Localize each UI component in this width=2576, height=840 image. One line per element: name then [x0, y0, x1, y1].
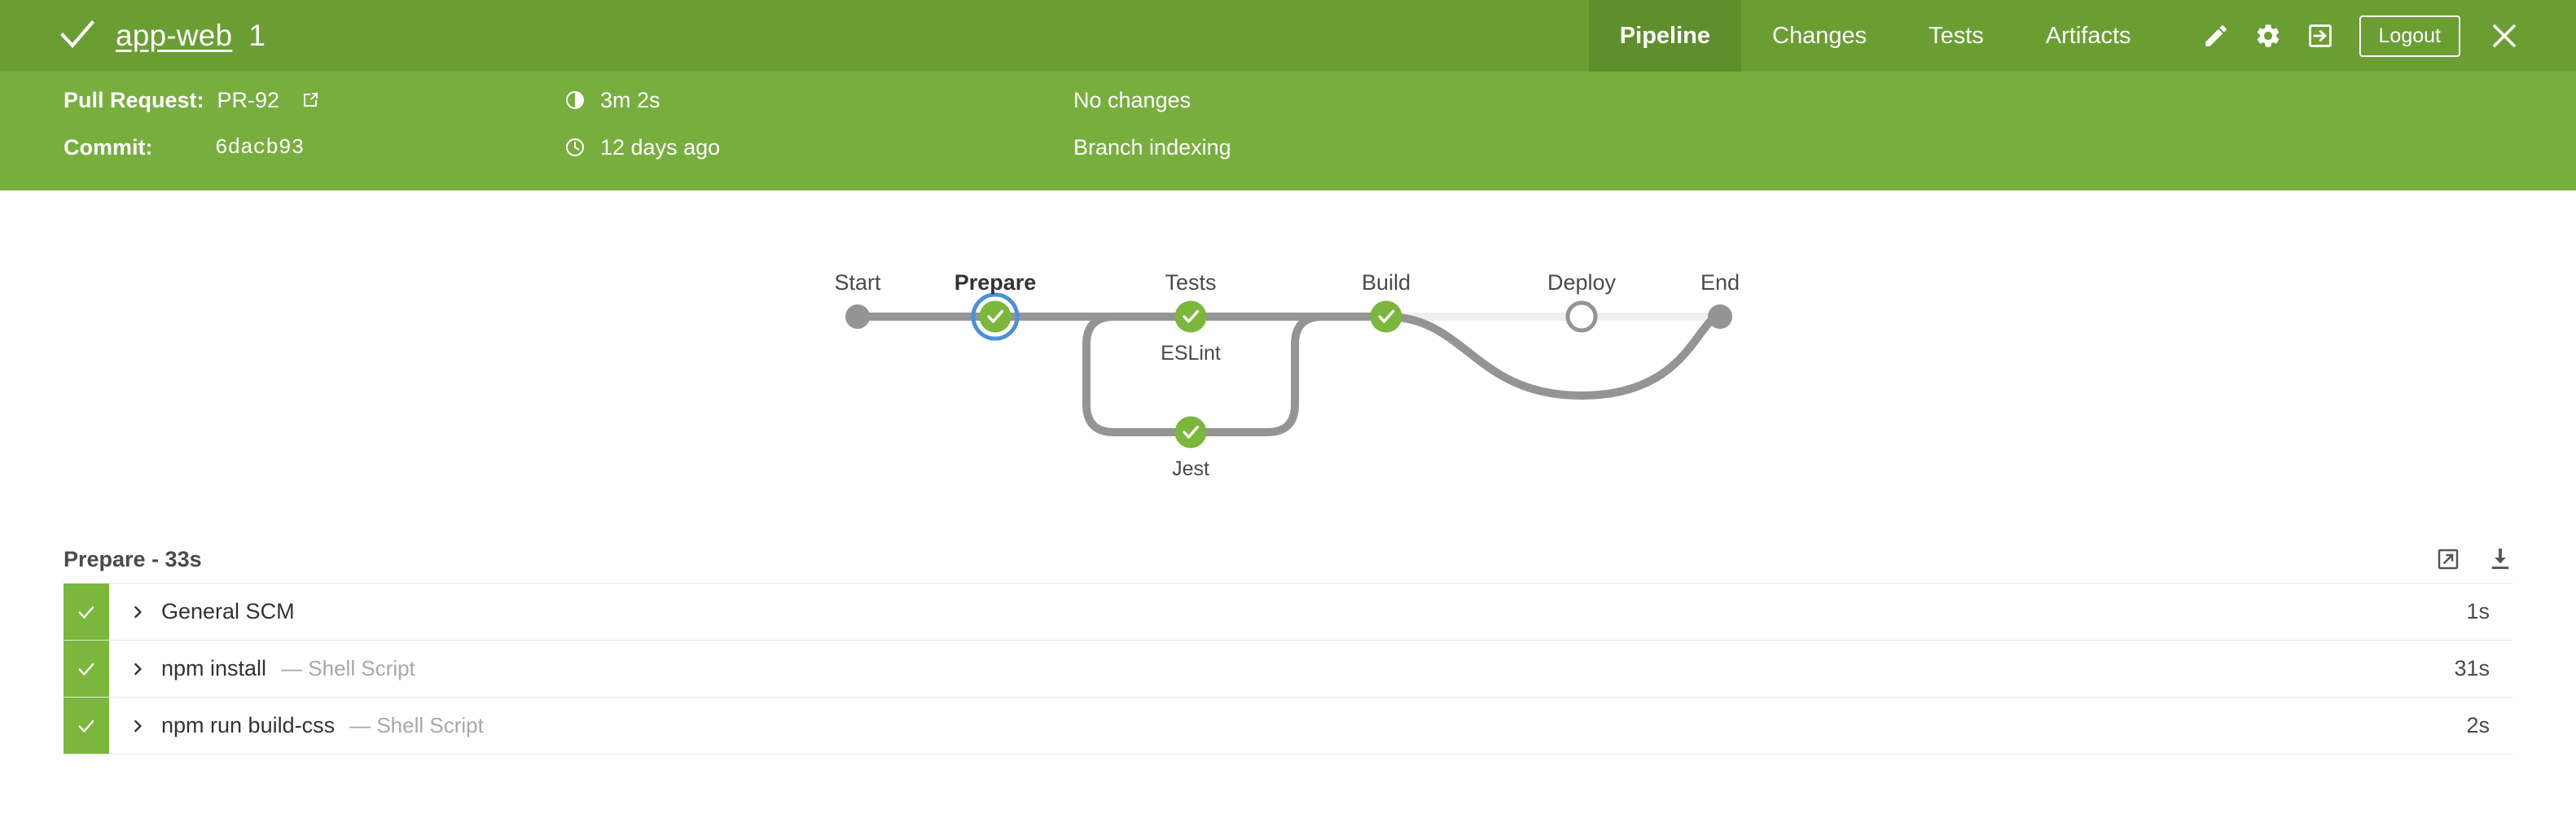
steps-title: Prepare - 33s: [64, 546, 202, 571]
prepare-node-check-icon: [987, 309, 1004, 323]
top-bar-actions: Logout: [2162, 10, 2576, 62]
chevron-right-icon[interactable]: [127, 662, 148, 676]
eslint-node-label: ESLint: [1161, 342, 1221, 365]
step-check-icon: [78, 606, 94, 619]
duration-icon: [564, 90, 586, 111]
chevron-right-icon[interactable]: [127, 605, 148, 619]
step-duration: 31s: [2454, 656, 2490, 680]
step-main: npm install — Shell Script: [109, 641, 2454, 697]
step-duration: 2s: [2466, 713, 2490, 737]
eslint-node-circle: [1174, 300, 1207, 333]
steps-section: Prepare - 33s: [0, 532, 2576, 755]
duration-value: 3m 2s: [600, 87, 660, 112]
deploy-node-label: Deploy: [1547, 270, 1617, 295]
steps-header: Prepare - 33s: [64, 532, 2512, 583]
meta-column-timing: 3m 2s 12 days ago: [564, 77, 720, 171]
step-main: npm run build-css — Shell Script: [109, 698, 2466, 754]
meta-duration: 3m 2s: [564, 77, 720, 124]
graph-node-deploy[interactable]: Deploy: [1547, 270, 1617, 333]
step-status-success: [64, 584, 109, 640]
cause-text: Branch indexing: [1073, 134, 1231, 160]
edge-bypass-deploy: [1382, 313, 1724, 400]
changes-text: No changes: [1073, 87, 1191, 112]
prepare-node-label: Prepare: [954, 270, 1037, 295]
tab-changes[interactable]: Changes: [1772, 22, 1867, 49]
top-bar: app-web 1 Pipeline Changes Tests Artifac…: [0, 0, 2576, 72]
jest-node-label: Jest: [1172, 457, 1209, 480]
time-value: 12 days ago: [600, 134, 721, 160]
step-status-success: [64, 641, 109, 697]
step-status-success: [64, 698, 109, 754]
tab-pipeline[interactable]: Pipeline: [1588, 0, 1741, 72]
result-status-check-icon: [59, 17, 96, 55]
end-node-label: End: [1701, 270, 1740, 295]
eslint-node-check-icon: [1183, 309, 1200, 323]
steps-list: General SCM 1s npm install — Shell Scrip…: [64, 583, 2512, 755]
download-icon[interactable]: [2488, 547, 2512, 571]
chevron-right-icon[interactable]: [127, 719, 148, 733]
start-node-dot: [845, 304, 870, 329]
build-node-circle: [1370, 300, 1402, 333]
tab-tests[interactable]: Tests: [1929, 22, 1984, 49]
pipeline-name-link[interactable]: app-web: [116, 19, 233, 52]
external-link-icon[interactable]: [301, 90, 320, 110]
step-row[interactable]: General SCM 1s: [64, 584, 2512, 641]
tests-stage-label: Tests: [1165, 270, 1216, 295]
run-number: 1: [248, 19, 265, 52]
prepare-node-selection-ring: [971, 292, 1020, 341]
build-node-label: Build: [1362, 270, 1411, 295]
graph-node-end[interactable]: End: [1701, 270, 1740, 329]
open-external-icon[interactable]: [2436, 547, 2460, 571]
run-meta-bar: Pull Request: PR-92 Commit: 6dacb93 3m 2…: [0, 72, 2576, 190]
close-icon[interactable]: [2478, 10, 2530, 62]
login-icon[interactable]: [2294, 10, 2346, 62]
graph-node-build[interactable]: Build: [1362, 270, 1411, 333]
pencil-icon[interactable]: [2190, 10, 2242, 62]
step-check-icon: [78, 663, 94, 676]
meta-time: 12 days ago: [564, 124, 720, 171]
meta-commit: Commit: 6dacb93: [64, 124, 320, 171]
step-main: General SCM: [109, 584, 2466, 640]
step-check-icon: [78, 720, 94, 733]
step-row[interactable]: npm run build-css — Shell Script 2s: [64, 698, 2512, 755]
pipeline-graph: Start Prepare Tests ESLint Jest Build: [0, 190, 2576, 532]
gear-icon[interactable]: [2242, 10, 2294, 62]
meta-changes: No changes: [1073, 77, 1231, 124]
meta-column-source: Pull Request: PR-92 Commit: 6dacb93: [64, 77, 320, 171]
meta-cause: Branch indexing: [1073, 124, 1231, 171]
graph-node-start[interactable]: Start: [834, 270, 881, 329]
top-bar-identity: app-web 1: [0, 17, 1589, 55]
step-name: npm run build-css: [161, 713, 336, 737]
graph-node-eslint[interactable]: Tests ESLint: [1161, 270, 1221, 365]
step-type: — Shell Script: [281, 656, 415, 680]
graph-node-prepare[interactable]: Prepare: [954, 270, 1037, 341]
step-type: — Shell Script: [349, 713, 484, 737]
deploy-node-circle-skipped: [1565, 300, 1598, 333]
build-node-check-icon: [1378, 309, 1395, 323]
graph-node-jest[interactable]: Jest: [1172, 416, 1209, 481]
pipeline-graph-svg: Start Prepare Tests ESLint Jest Build: [834, 270, 1740, 481]
jest-node-circle: [1174, 416, 1207, 448]
meta-pull-request: Pull Request: PR-92: [64, 77, 320, 124]
end-node-dot: [1708, 304, 1732, 329]
start-node-label: Start: [834, 270, 881, 295]
step-duration: 1s: [2466, 599, 2490, 623]
clock-icon: [564, 137, 586, 158]
pull-request-value: PR-92: [217, 87, 280, 112]
edge-parallel-branch: [1082, 313, 1327, 436]
steps-header-actions: [2436, 547, 2512, 571]
step-name: General SCM: [161, 599, 295, 623]
tab-artifacts[interactable]: Artifacts: [2045, 22, 2131, 49]
meta-column-changes: No changes Branch indexing: [1073, 77, 1231, 171]
logout-button[interactable]: Logout: [2359, 15, 2460, 57]
pull-request-label: Pull Request:: [64, 87, 204, 112]
prepare-node-circle: [979, 300, 1012, 333]
top-bar-tabs: Pipeline Changes Tests Artifacts: [1588, 0, 2162, 72]
jest-node-check-icon: [1183, 425, 1200, 439]
step-name: npm install: [161, 656, 267, 680]
commit-label: Commit:: [64, 134, 153, 160]
step-row[interactable]: npm install — Shell Script 31s: [64, 641, 2512, 698]
commit-value: 6dacb93: [215, 135, 305, 160]
